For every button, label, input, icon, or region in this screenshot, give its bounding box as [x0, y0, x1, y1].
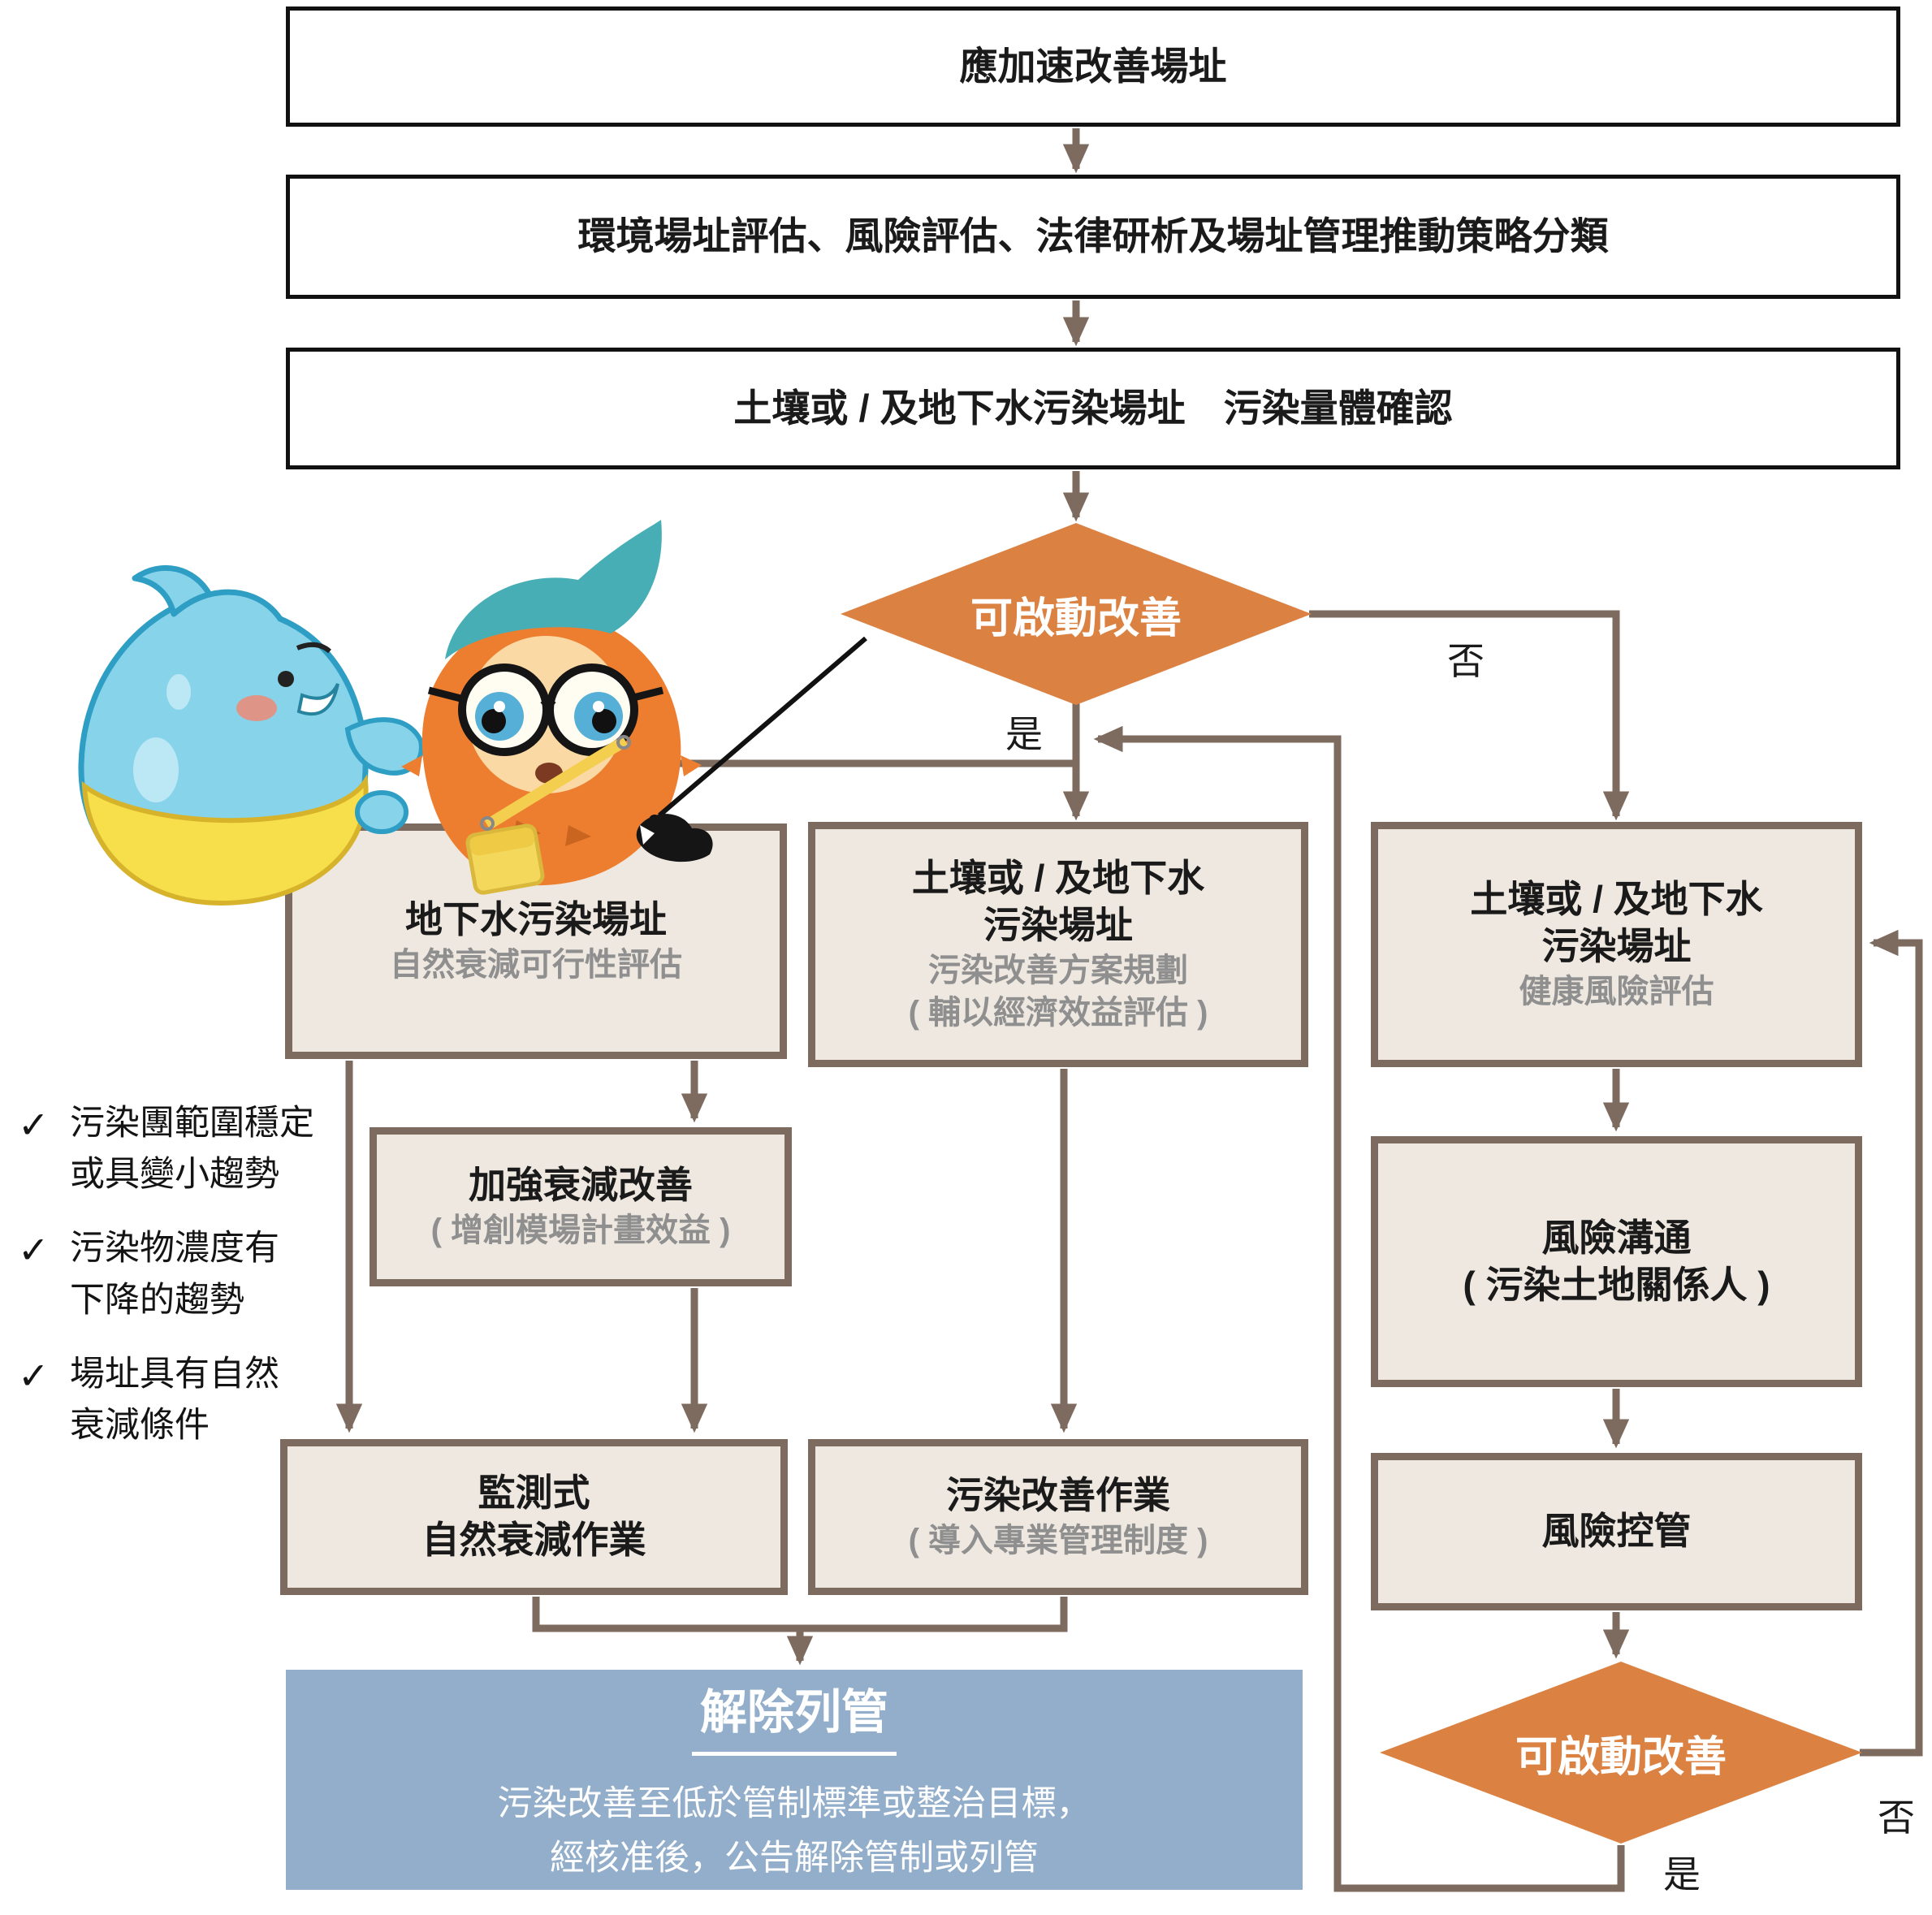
box-accelerated-sites: 應加速改善場址 — [286, 6, 1900, 127]
checklist-item: ✓ 污染物濃度有 下降的趨勢 — [18, 1223, 349, 1325]
decision-top-yes-label: 是 — [1005, 713, 1043, 755]
glasses-icon — [458, 664, 551, 756]
checklist-item-1-line1: 污染團範圍穩定 — [70, 1104, 314, 1143]
box-volume-confirmation-label: 土壤或 / 及地下水污染場址 污染量體確認 — [733, 386, 1453, 430]
box-monitored-attenuation-line2: 自然衰減作業 — [421, 1519, 646, 1561]
merge-line-to-delisting — [532, 1597, 1068, 1632]
box-groundwater-site-subtitle: 自然衰減可行性評估 — [390, 946, 682, 983]
box-assessment-strategy-label: 環境場址評估、風險評估、法律研析及場址管理推動策略分類 — [577, 214, 1609, 258]
box-enhanced-attenuation: 加強衰減改善 ( 增創模場計畫效益 ) — [370, 1127, 792, 1286]
checkmark-icon: ✓ — [18, 1354, 50, 1397]
box-groundwater-site-title: 地下水污染場址 — [405, 898, 667, 941]
checklist-item: ✓ 場址具有自然 衰減條件 — [18, 1349, 349, 1451]
panel-delisting-body1: 污染改善至低於管制標準或整治目標， — [497, 1784, 1091, 1824]
box-risk-communication: 風險溝通 ( 污染土地關係人 ) — [1371, 1136, 1862, 1387]
decision-bottom-label: 可啟動改善 — [1515, 1733, 1727, 1781]
box-health-risk-line1: 土壤或 / 及地下水 — [1470, 878, 1763, 921]
checkmark-icon: ✓ — [18, 1104, 50, 1146]
box-accelerated-sites-label: 應加速改善場址 — [959, 44, 1227, 88]
box-risk-communication-line1: 風險溝通 — [1541, 1216, 1692, 1259]
panel-delisting-body2: 經核准後，公告解除管制或列管 — [550, 1839, 1039, 1878]
decision-top-label: 可啟動改善 — [970, 594, 1182, 642]
box-volume-confirmation: 土壤或 / 及地下水污染場址 污染量體確認 — [286, 348, 1900, 469]
checklist-item-1-line2: 或具變小趨勢 — [70, 1155, 279, 1195]
panel-delisting-title: 解除列管 — [691, 1674, 897, 1757]
box-remediation-operations-title: 污染改善作業 — [946, 1474, 1170, 1517]
feedback-loop-no — [1860, 929, 1923, 1757]
box-soil-remediation-plan-line1: 土壤或 / 及地下水 — [911, 857, 1205, 900]
box-soil-remediation-plan-line2: 污染場址 — [983, 904, 1133, 946]
box-remediation-operations: 污染改善作業 ( 導入專業管理制度 ) — [808, 1439, 1308, 1595]
box-soil-remediation-plan-sub1: 污染改善方案規劃 — [928, 952, 1188, 988]
box-enhanced-attenuation-sub: ( 增創模場計畫效益 ) — [430, 1212, 731, 1248]
box-soil-remediation-plan: 土壤或 / 及地下水 污染場址 污染改善方案規劃 ( 輔以經濟效益評估 ) — [808, 822, 1308, 1067]
decision-top-no-label: 否 — [1447, 640, 1485, 682]
box-monitored-attenuation: 監測式 自然衰減作業 — [280, 1439, 788, 1595]
box-health-risk-line2: 污染場址 — [1541, 925, 1692, 967]
box-remediation-operations-sub: ( 導入專業管理制度 ) — [908, 1522, 1208, 1558]
panel-delisting: 解除列管 污染改善至低於管制標準或整治目標， 經核准後，公告解除管制或列管 — [286, 1670, 1303, 1890]
checklist-item-2-line1: 污染物濃度有 — [70, 1229, 279, 1269]
box-soil-remediation-plan-sub2: ( 輔以經濟效益評估 ) — [908, 994, 1208, 1031]
pointer-stick-icon — [658, 636, 867, 818]
box-enhanced-attenuation-title: 加強衰減改善 — [469, 1164, 693, 1207]
checklist-item-2-line2: 下降的趨勢 — [70, 1280, 244, 1320]
checklist-item: ✓ 污染團範圍穩定 或具變小趨勢 — [18, 1098, 349, 1200]
box-assessment-strategy: 環境場址評估、風險評估、法律研析及場址管理推動策略分類 — [286, 175, 1900, 299]
checklist-item-3-line1: 場址具有自然 — [70, 1354, 279, 1394]
box-groundwater-site: 地下水污染場址 自然衰減可行性評估 — [285, 823, 787, 1059]
box-health-risk-assessment: 土壤或 / 及地下水 污染場址 健康風險評估 — [1371, 822, 1862, 1067]
box-health-risk-sub: 健康風險評估 — [1519, 973, 1714, 1009]
box-monitored-attenuation-line1: 監測式 — [478, 1472, 590, 1515]
decision-bottom-no-label: 否 — [1878, 1796, 1915, 1839]
checklist-item-3-line2: 衰減條件 — [70, 1406, 210, 1446]
decision-bottom-yes-label: 是 — [1663, 1853, 1701, 1896]
box-risk-communication-line2: ( 污染土地關係人 ) — [1463, 1263, 1770, 1306]
box-risk-control-label: 風險控管 — [1541, 1510, 1692, 1553]
box-risk-control: 風險控管 — [1371, 1453, 1862, 1610]
natural-attenuation-checklist: ✓ 污染團範圍穩定 或具變小趨勢 ✓ 污染物濃度有 下降的趨勢 ✓ 場址具有自然… — [18, 1098, 349, 1474]
arrow-branch-to-groundwater — [522, 759, 1076, 821]
checkmark-icon: ✓ — [18, 1229, 50, 1272]
